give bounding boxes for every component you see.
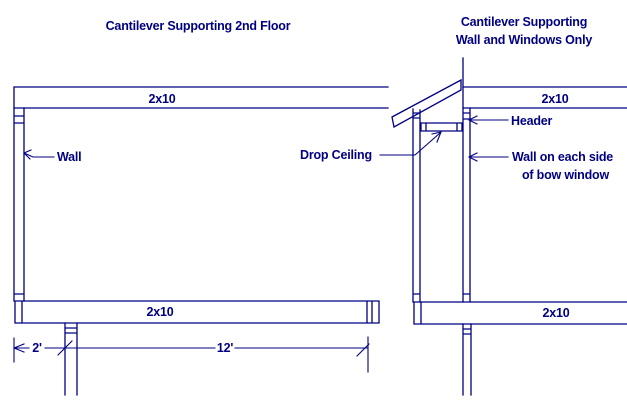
dim-long-label: 12' (217, 341, 234, 355)
drop-ceiling-leader-line (379, 131, 442, 156)
wall-note-line1: Wall on each side (512, 150, 613, 164)
right-diagram-title-line2: Wall and Windows Only (456, 33, 592, 47)
right-diagram: Cantilever Supporting Wall and Windows O… (300, 15, 627, 396)
window-header (420, 122, 463, 132)
bow-window-right-wall (462, 107, 471, 303)
right-lower-post (462, 323, 472, 396)
wall-note-line2: of bow window (522, 168, 609, 182)
header-label: Header (511, 114, 553, 128)
dimension-lines (13, 336, 370, 373)
left-top-beam-label: 2x10 (148, 92, 175, 106)
left-bottom-beam-label: 2x10 (146, 305, 173, 319)
right-diagram-title-line1: Cantilever Supporting (461, 15, 587, 29)
wall-label: Wall (57, 150, 81, 164)
dim-short-label: 2' (32, 341, 42, 355)
left-top-beam (13, 86, 389, 109)
wall-leader-line (23, 149, 55, 160)
right-bottom-beam-label: 2x10 (542, 306, 569, 320)
right-bottom-beam (413, 301, 627, 325)
bow-window-left-post (412, 108, 421, 303)
left-lower-post (64, 322, 78, 396)
left-diagram: Cantilever Supporting 2nd Floor 2x10 Wal… (13, 19, 389, 396)
header-leader-line (468, 115, 509, 125)
wall-note-leader-line (468, 152, 509, 162)
left-bottom-beam (14, 300, 380, 324)
drop-ceiling-label: Drop Ceiling (300, 148, 372, 162)
right-top-beam (462, 86, 627, 109)
roof-rafter (391, 78, 462, 128)
right-top-beam-label: 2x10 (541, 92, 568, 106)
left-diagram-title: Cantilever Supporting 2nd Floor (106, 19, 291, 33)
left-wall (13, 107, 25, 302)
